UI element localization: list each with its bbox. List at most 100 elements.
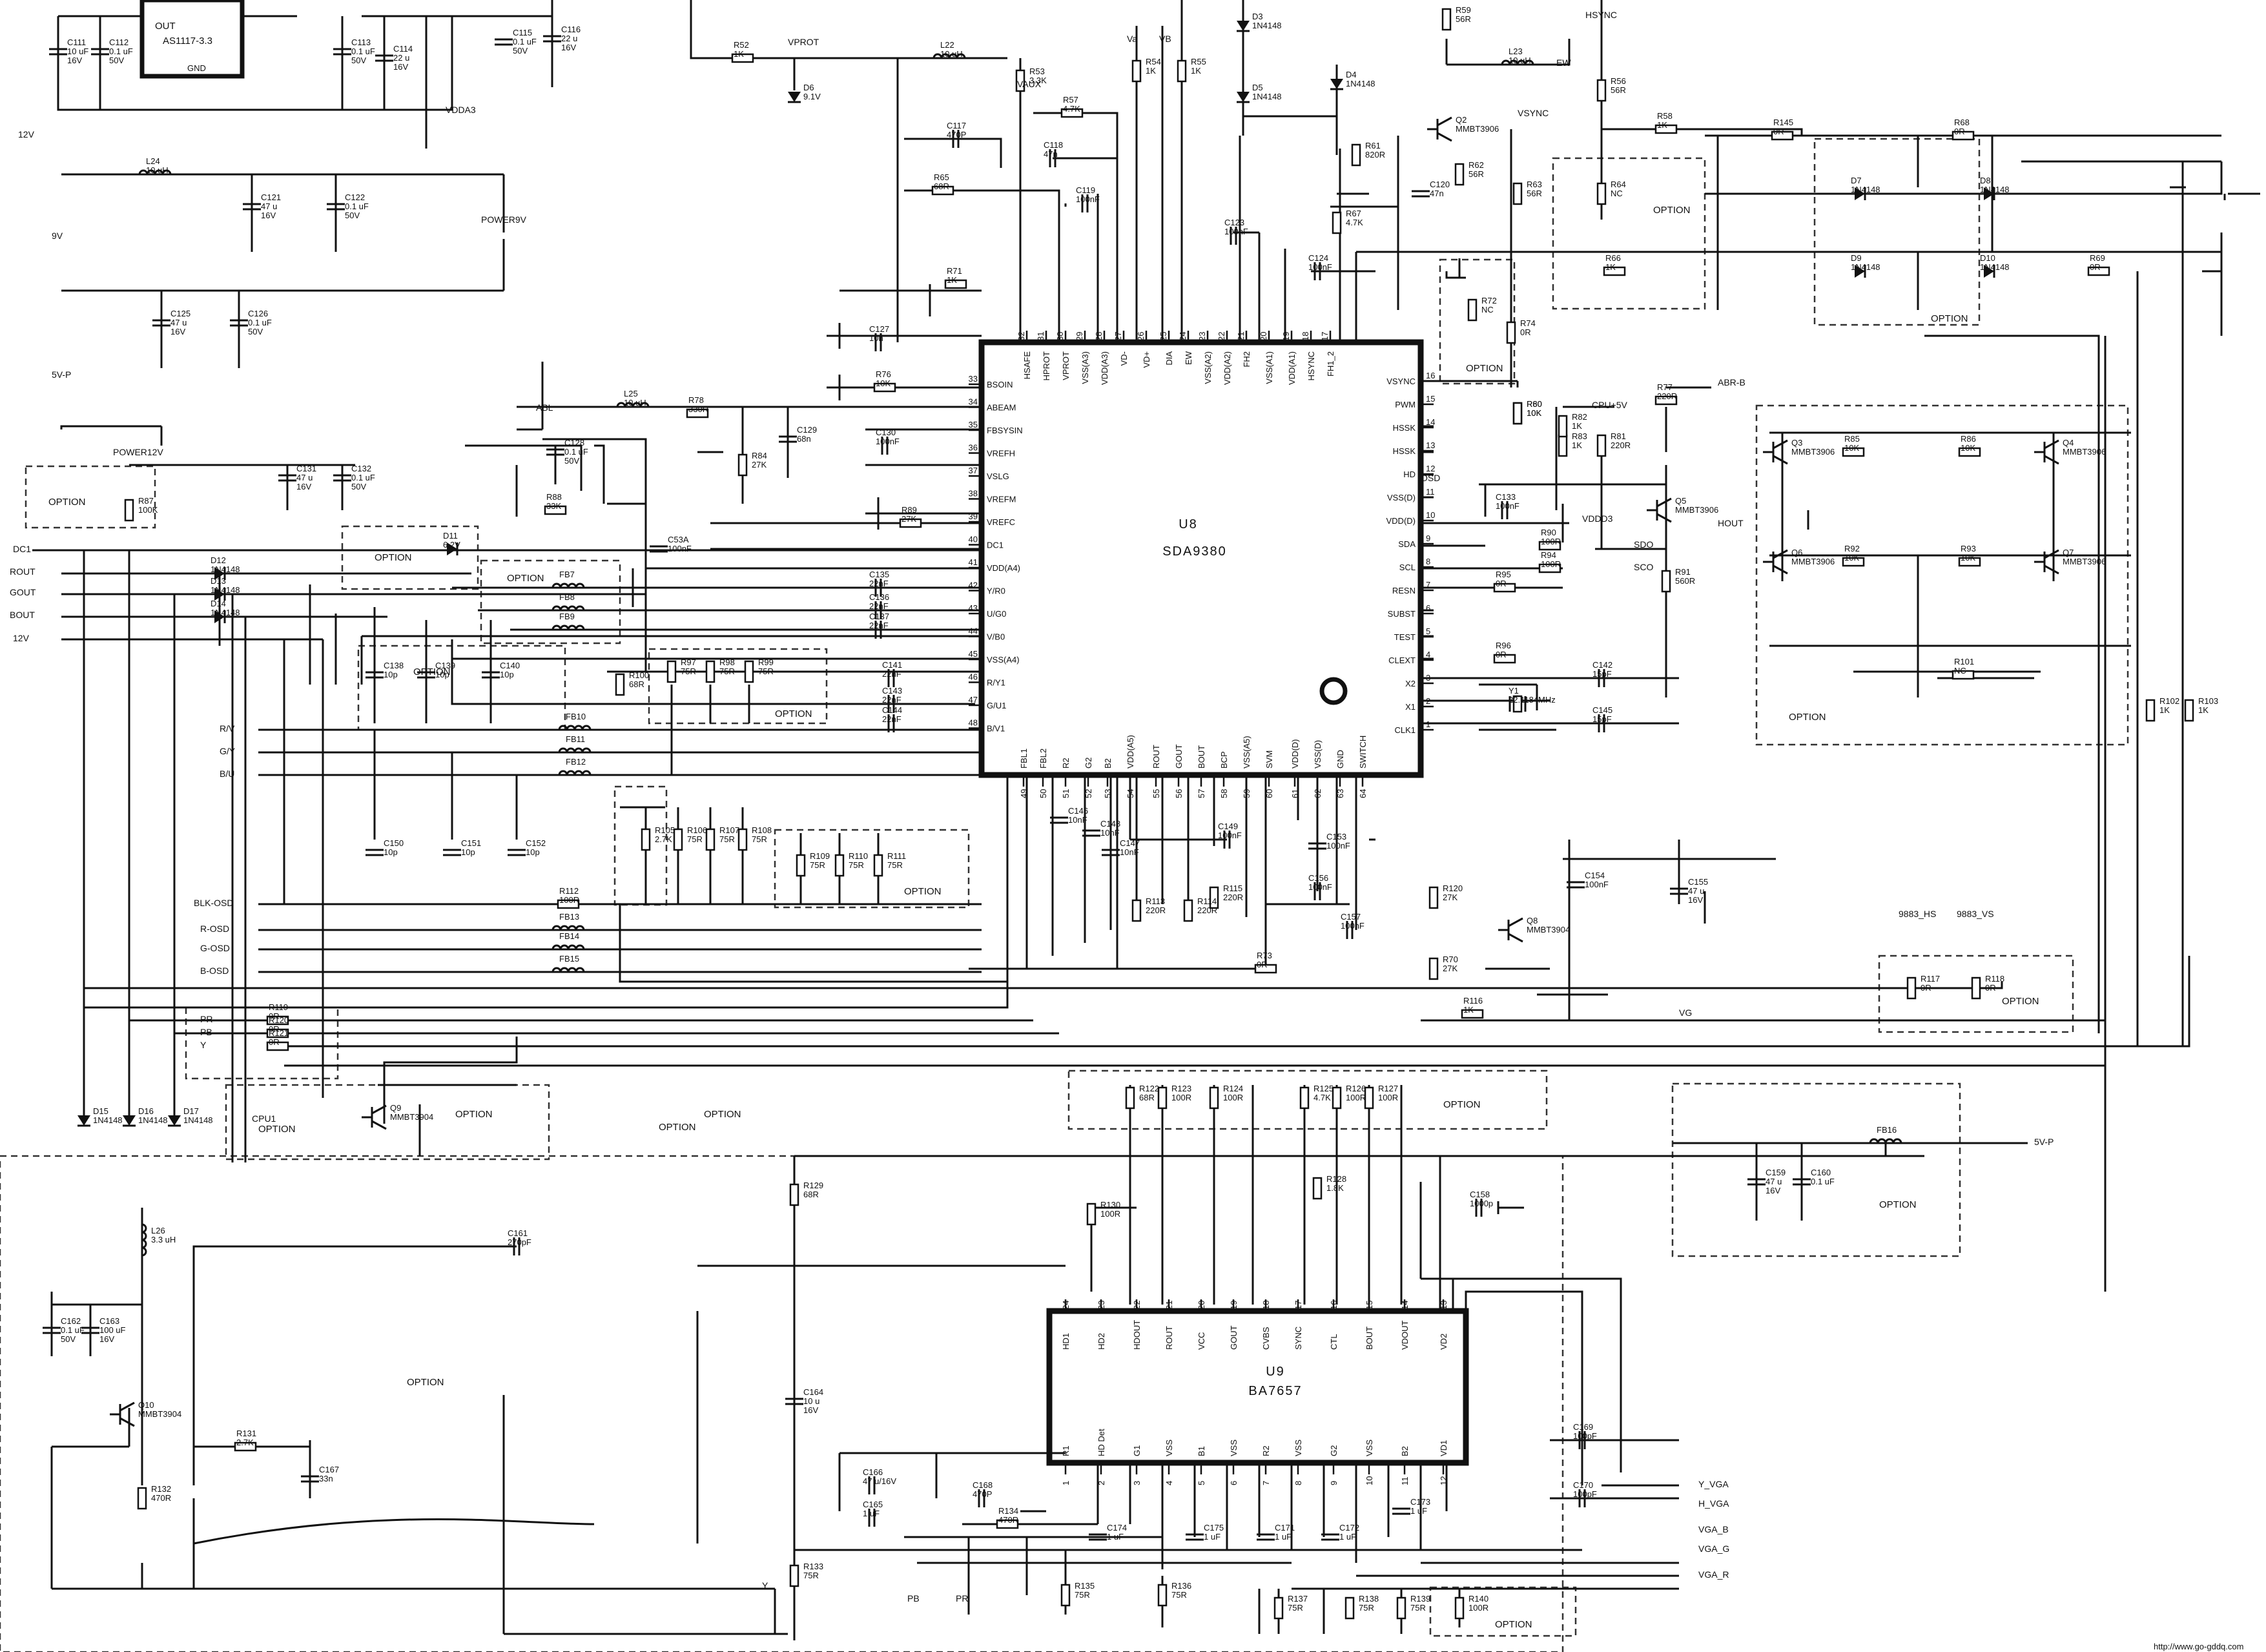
u8-pin-12-num: 12 <box>1426 464 1435 473</box>
fb8-ref: FB8 <box>559 592 575 602</box>
vreg-part: AS1117-3.3 <box>163 36 212 46</box>
circuit-wiring <box>32 0 2260 1640</box>
u8-pin-41-name: VDD(A4) <box>987 563 1020 573</box>
component-c130 <box>881 437 889 455</box>
component-c164 <box>785 1398 803 1405</box>
component-q8 <box>1498 917 1523 943</box>
c116-value: 22 u <box>561 34 577 43</box>
component-fb11 <box>558 747 592 753</box>
c155-value: 47 u <box>1688 886 1704 896</box>
c120-value: 47n <box>1430 189 1444 198</box>
r103-value: 1K <box>2198 705 2209 715</box>
component-r113 <box>1131 899 1142 922</box>
option-label-2: OPTION <box>507 573 544 584</box>
r125-value: 4.7K <box>1313 1093 1331 1102</box>
c135-value: 22nF <box>869 579 889 588</box>
component-l22 <box>932 53 966 59</box>
component-r125 <box>1299 1086 1310 1110</box>
r83-value: 1K <box>1572 440 1582 450</box>
r99-value: 75R <box>758 666 774 676</box>
r118-value: 0R <box>1985 983 1996 993</box>
u9-pin-10-name: VSS <box>1365 1440 1374 1456</box>
component-q5 <box>1647 497 1672 523</box>
c143-ref: C143 <box>882 686 902 696</box>
r78-value: 330R <box>688 404 708 414</box>
r140-ref: R140 <box>1468 1594 1488 1604</box>
component-d7 <box>1855 187 1866 200</box>
c162-ref: C162 <box>61 1316 81 1326</box>
r134-ref: R134 <box>998 1506 1018 1516</box>
r123-ref: R123 <box>1171 1084 1191 1093</box>
net-abrb: ABR-B <box>1718 377 1746 387</box>
r76-ref: R76 <box>876 369 891 379</box>
label-fb12: FB12 <box>566 757 586 767</box>
u8-pin-50-name: FBL2 <box>1038 749 1048 769</box>
q5-ref: Q5 <box>1675 496 1686 506</box>
component-c160 <box>1793 1178 1811 1186</box>
r54-ref: R54 <box>1146 57 1161 67</box>
r69-value: 0R <box>2090 262 2101 272</box>
u8-pin-15-num: 15 <box>1426 394 1435 404</box>
r128-value: 1.8K <box>1326 1183 1344 1193</box>
c150-ref: C150 <box>384 838 404 848</box>
c121-ref: C121 <box>261 192 281 202</box>
component-c166 <box>868 1476 876 1494</box>
net-rosd: R-OSD <box>200 924 229 934</box>
r67-value: 4.7K <box>1346 218 1363 227</box>
q5-value: MMBT3906 <box>1675 505 1718 515</box>
r81-ref: R81 <box>1611 431 1626 441</box>
r110-value: 75R <box>849 860 864 870</box>
component-r56 <box>1596 79 1607 102</box>
u8-pin-49-name: FBL1 <box>1019 749 1029 769</box>
c142-value: 15pF <box>1592 669 1612 679</box>
u8-pin-34-name: ABEAM <box>987 403 1016 413</box>
component-c138 <box>366 671 384 679</box>
c163-voltage: 16V <box>99 1334 114 1344</box>
c121-voltage: 16V <box>261 211 276 220</box>
u9-pin-17-num: 17 <box>1293 1301 1303 1310</box>
component-r134 <box>996 1519 1019 1529</box>
component-c167 <box>301 1475 319 1483</box>
component-c151 <box>443 849 461 856</box>
c159-voltage: 16V <box>1766 1186 1780 1195</box>
u9-pin-15-num: 15 <box>1365 1301 1374 1310</box>
component-r73 <box>1254 964 1277 974</box>
c164-value: 10 u <box>803 1396 819 1406</box>
net-s903hs: 9883_HS <box>1899 909 1936 919</box>
d10-ref: D10 <box>1980 253 1995 263</box>
r107-value: 75R <box>719 834 735 844</box>
component-r93 <box>1958 557 1981 567</box>
net-pr: PR <box>200 1014 212 1024</box>
r119-ref: R119 <box>269 1002 288 1012</box>
r93-value: 10K <box>1961 553 1975 563</box>
c161-ref: C161 <box>508 1228 528 1238</box>
r62-value: 56R <box>1468 169 1484 179</box>
c139-value: 10p <box>435 670 449 679</box>
u8-pin-32-name: HSAFE <box>1022 351 1032 380</box>
c53a-ref: C53A <box>668 535 689 544</box>
u8-pin-47-name: G/U1 <box>987 701 1006 710</box>
component-fb13 <box>551 925 585 931</box>
component-r120 <box>1428 886 1439 909</box>
r89-value: 27K <box>901 514 916 524</box>
component-r77 <box>1654 395 1678 406</box>
u9-pin-3-name: G1 <box>1132 1445 1142 1456</box>
option-label-14: OPTION <box>1879 1199 1917 1210</box>
c111-voltage: 16V <box>67 56 82 65</box>
r90-value: 100R <box>1541 537 1561 546</box>
c141-value: 22nF <box>882 669 901 679</box>
